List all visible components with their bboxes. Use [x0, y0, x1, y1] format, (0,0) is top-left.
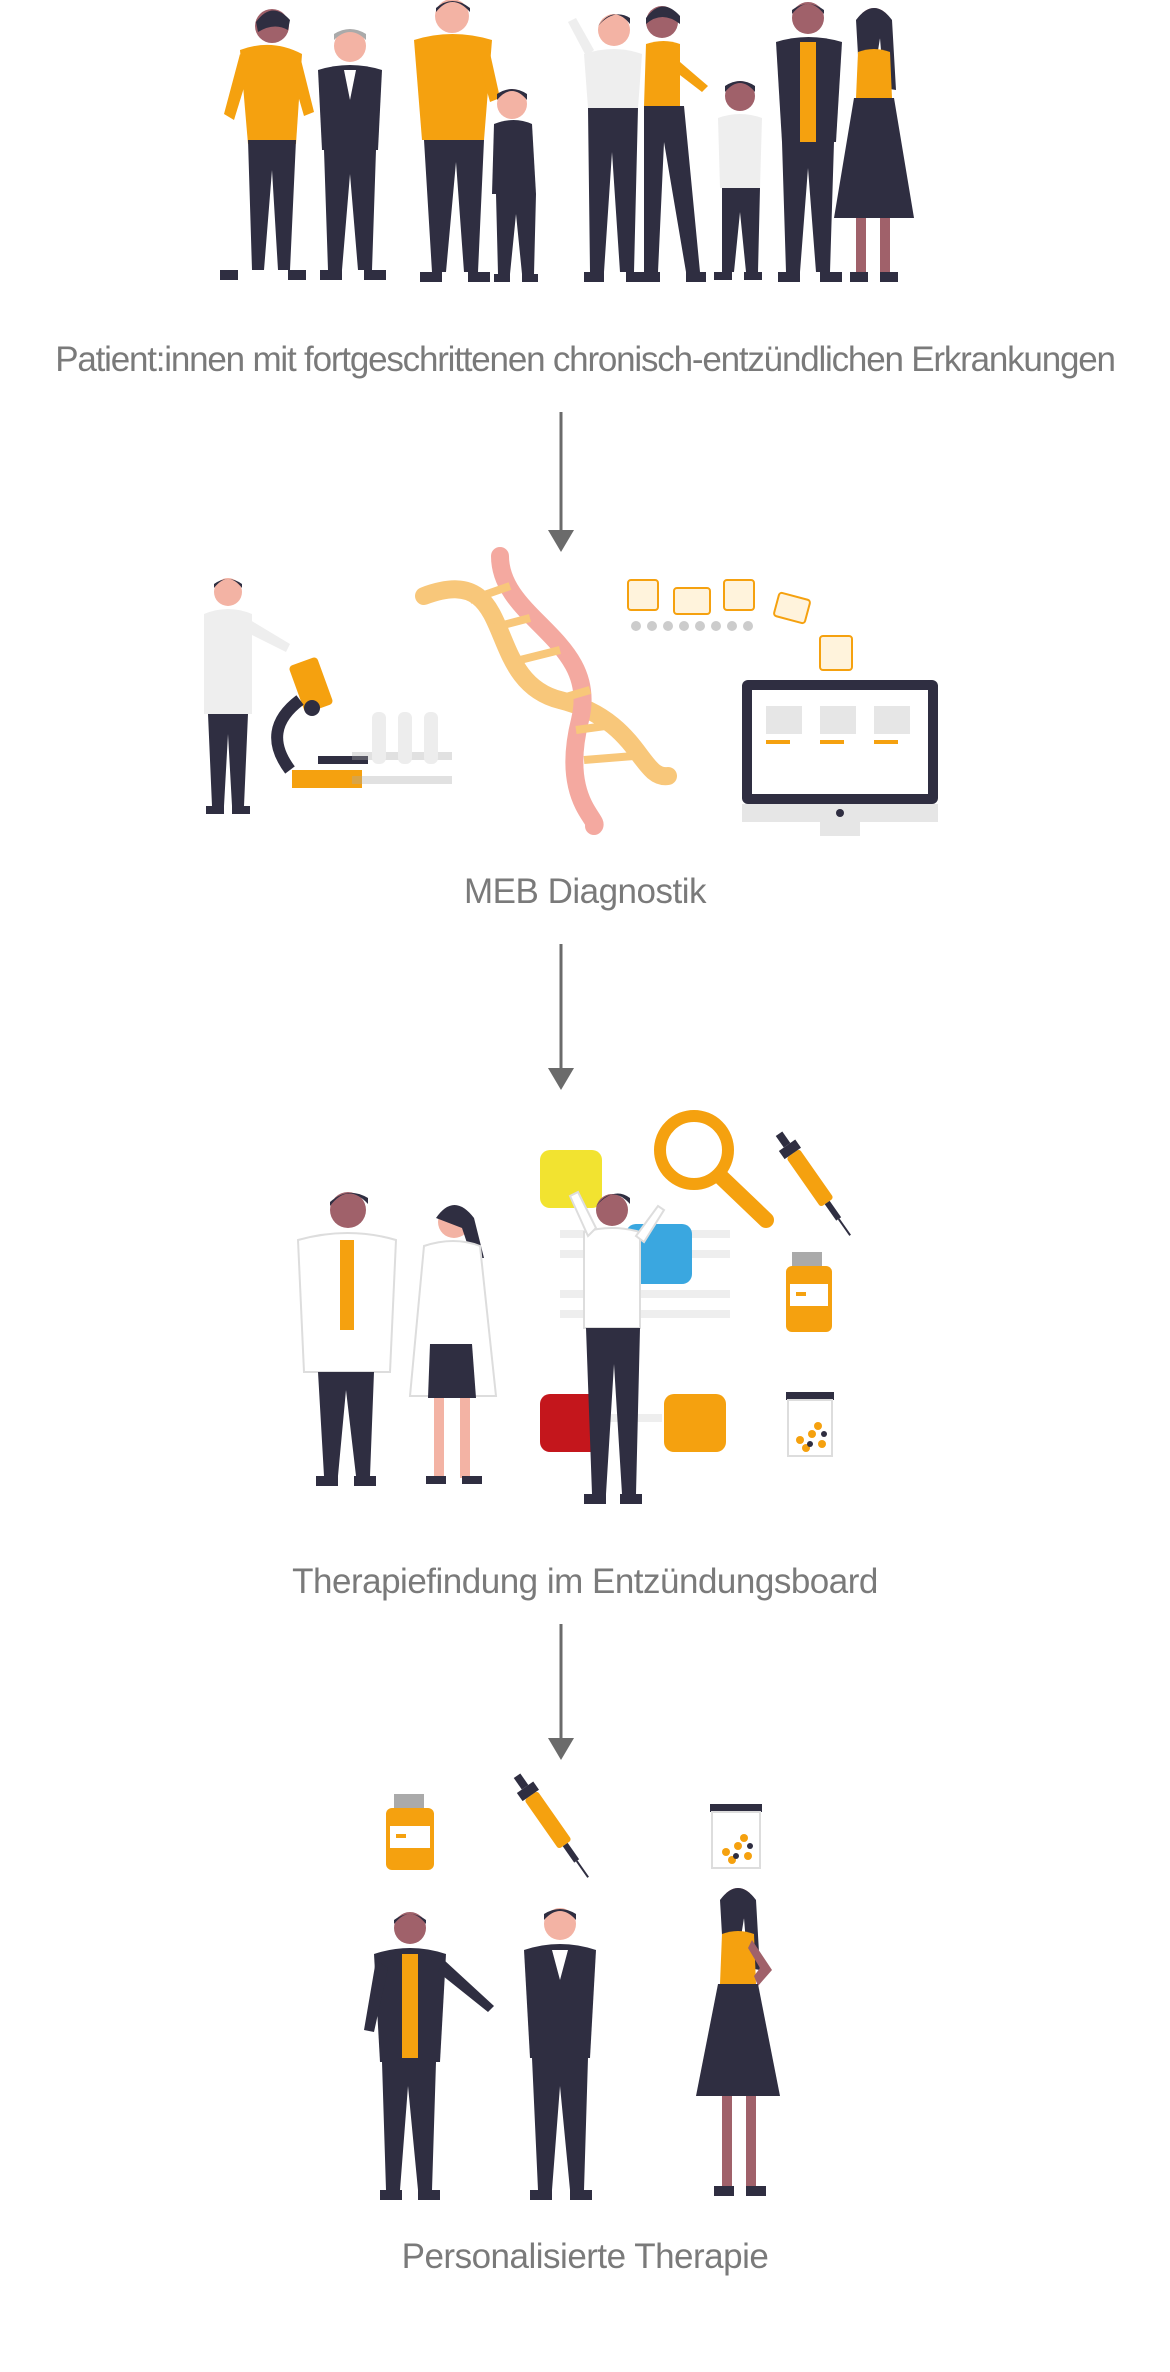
patient-figure [414, 0, 500, 282]
doctor-figure [296, 1192, 398, 1486]
pills-jar-icon [710, 1804, 762, 1869]
patient-figure [220, 9, 314, 280]
microscope-icon [271, 657, 368, 788]
board-panel [540, 1150, 730, 1452]
step-label-personalized-therapy: Personalisierte Therapie [401, 2237, 769, 2276]
patient-figure [714, 81, 762, 280]
patient-figure [524, 1908, 596, 2200]
step-label-diagnostics: MEB Diagnostik [464, 872, 706, 911]
presenter-figure [568, 1190, 666, 1504]
magnifier-icon [654, 1110, 774, 1228]
patient-figure [568, 14, 646, 282]
medicine-bottle-icon [386, 1794, 434, 1870]
pills-jar-icon [786, 1392, 834, 1457]
syringe-icon [775, 1131, 851, 1236]
patient-figure [364, 1912, 494, 2200]
patient-figure [696, 1888, 780, 2196]
patient-figure [492, 89, 538, 282]
step-label-patients: Patient:innen mit fortgeschrittenen chro… [55, 340, 1116, 379]
patients-group-illustration [220, 0, 914, 282]
step-label-therapy-board: Therapiefindung im Entzündungsboard [292, 1562, 878, 1601]
doctor-figure [408, 1205, 498, 1484]
medicine-bottle-icon [786, 1252, 832, 1332]
documents-icon [627, 579, 853, 671]
patient-figure [776, 2, 842, 282]
syringe-icon [513, 1773, 589, 1878]
patient-figure [834, 8, 914, 282]
scientist-figure [204, 578, 290, 814]
patient-figure [318, 29, 386, 280]
test-tubes-icon [352, 712, 452, 784]
monitor-icon [742, 680, 938, 836]
patient-figure [640, 6, 708, 282]
dna-helix-icon [415, 547, 677, 835]
